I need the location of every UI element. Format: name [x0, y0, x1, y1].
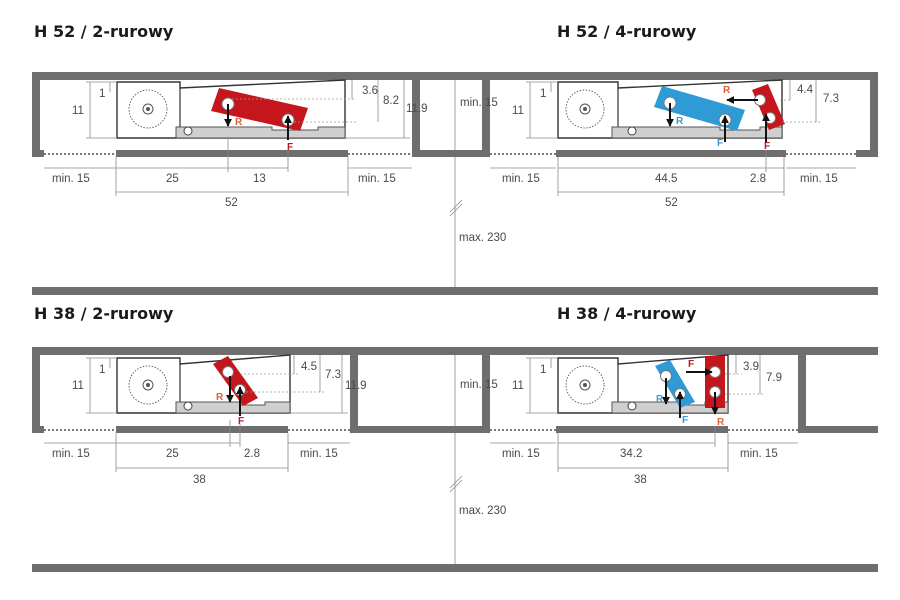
height-1-label: 1: [540, 88, 546, 100]
r-red-label: R: [717, 417, 725, 428]
top-row-structure: [32, 72, 878, 295]
f-label: F: [287, 142, 293, 153]
r-label: R: [235, 117, 243, 128]
center-dimensions: min. 15 max. 230 min. 15 max. 230: [449, 80, 506, 564]
f-label: F: [238, 416, 244, 427]
dim-13-label: 13: [253, 173, 266, 185]
total-width-label: 38: [193, 474, 206, 486]
dim-2-8-label: 2.8: [244, 448, 260, 460]
height-11-label: 11: [72, 380, 84, 392]
height-3-6-label: 3.6: [362, 85, 378, 97]
dim-25-label: 25: [166, 173, 179, 185]
height-11-9-label: 11.9: [345, 380, 367, 392]
dim-44-5-label: 44.5: [655, 173, 677, 185]
left-clearance-label: min. 15: [502, 173, 540, 185]
height-7-3-label: 7.3: [325, 369, 341, 381]
height-11-9-label: 11.9: [406, 103, 428, 115]
panel-title-h38-2: H 38 / 2-rurowy: [34, 304, 174, 323]
height-11-label: 11: [512, 105, 524, 117]
height-4-5-label: 4.5: [301, 361, 317, 373]
center-top-min-label: min. 15: [460, 97, 498, 109]
dim-34-2-label: 34.2: [620, 448, 642, 460]
left-clearance-label: min. 15: [52, 448, 90, 460]
panel-title-h52-2: H 52 / 2-rurowy: [34, 22, 174, 41]
left-clearance-label: min. 15: [52, 173, 90, 185]
panel-h52-4-rurowy: R F R F 11 1 4.4 7.3 min. 15 min. 15 44.…: [490, 79, 856, 209]
height-7-9-label: 7.9: [766, 372, 782, 384]
panel-title-h38-4: H 38 / 4-rurowy: [557, 304, 697, 323]
left-clearance-label: min. 15: [502, 448, 540, 460]
panel-h52-2-rurowy: R F 11 1 3.6 8.2 11.9 min. 15 min. 15 25…: [44, 79, 428, 209]
panel-h38-2-rurowy: R F 11 1 4.5 7.3 11.9 min. 15 min. 15 25…: [44, 354, 367, 486]
f-red-label: F: [688, 359, 694, 370]
r-blue-label: R: [656, 394, 664, 405]
r-label: R: [216, 392, 224, 403]
panel-h38-4-rurowy: R F F R 11 1 3.9 7.9 min. 15 min. 15 34.…: [490, 354, 798, 486]
total-width-label: 52: [665, 197, 678, 209]
height-1-label: 1: [99, 364, 105, 376]
r-blue-label: R: [676, 116, 684, 127]
height-4-4-label: 4.4: [797, 84, 814, 96]
r-red-label: R: [723, 85, 731, 96]
center-top-max-label: max. 230: [459, 232, 506, 244]
right-clearance-label: min. 15: [358, 173, 396, 185]
f-red-label: F: [764, 141, 770, 152]
right-clearance-label: min. 15: [800, 173, 838, 185]
dim-2-8-label: 2.8: [750, 173, 766, 185]
height-11-label: 11: [72, 105, 84, 117]
center-bottom-min-label: min. 15: [460, 379, 498, 391]
center-bottom-max-label: max. 230: [459, 505, 506, 517]
bottom-row-structure: [32, 347, 878, 572]
height-7-3-label: 7.3: [823, 93, 839, 105]
f-blue-label: F: [717, 138, 723, 149]
height-11-label: 11: [512, 380, 524, 392]
right-clearance-label: min. 15: [300, 448, 338, 460]
height-8-2-label: 8.2: [383, 95, 399, 107]
height-1-label: 1: [99, 88, 105, 100]
f-blue-label: F: [682, 415, 688, 426]
panel-title-h52-4: H 52 / 4-rurowy: [557, 22, 697, 41]
height-1-label: 1: [540, 364, 546, 376]
right-clearance-label: min. 15: [740, 448, 778, 460]
total-width-label: 38: [634, 474, 647, 486]
height-3-9-label: 3.9: [743, 361, 759, 373]
total-width-label: 52: [225, 197, 238, 209]
dim-25-label: 25: [166, 448, 179, 460]
